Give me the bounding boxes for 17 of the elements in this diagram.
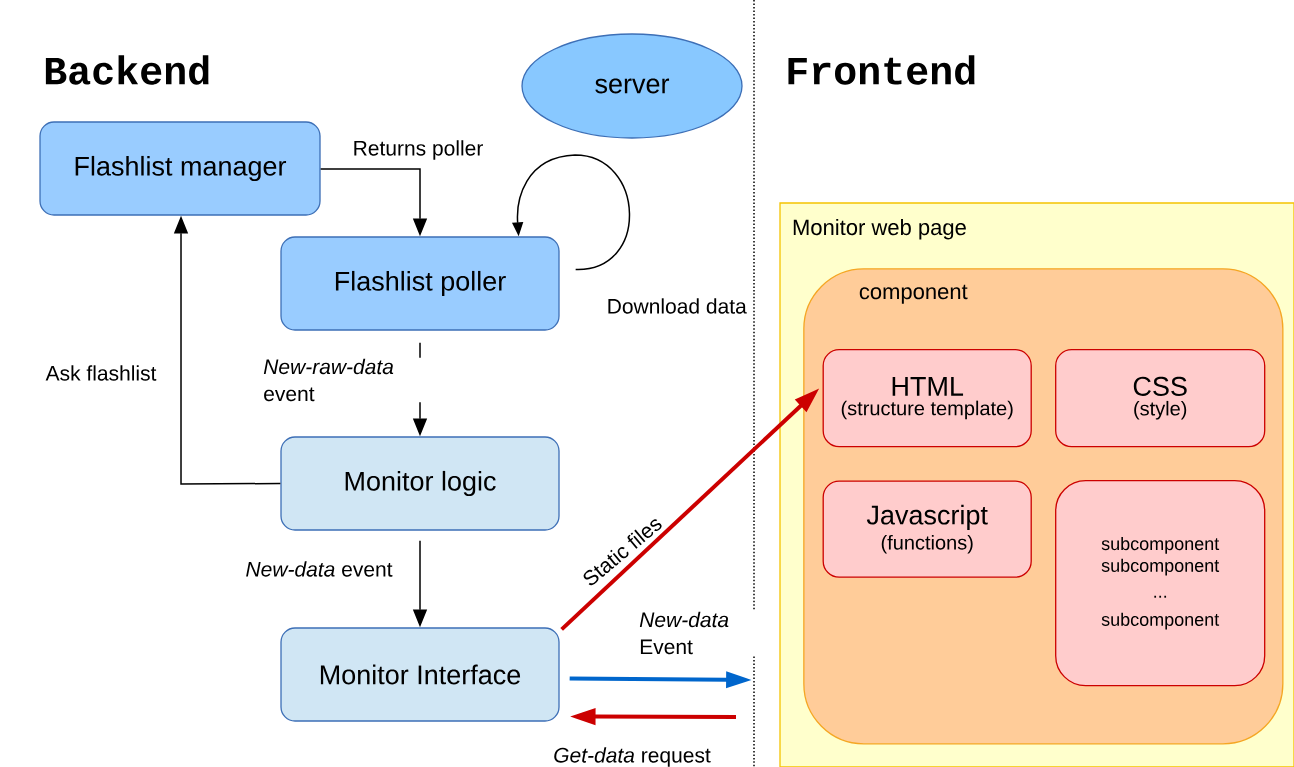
- edge-label: Ask flashlist: [44, 364, 158, 382]
- edge-label: New-raw-data event: [262, 357, 425, 403]
- section-heading: Backend: [45, 55, 209, 85]
- edge-label: Returns poller: [351, 139, 485, 161]
- file-box: HTML (structure template): [822, 349, 1032, 448]
- edge-label: New-data event: [244, 560, 394, 578]
- file-box: Javascript (functions): [822, 480, 1032, 578]
- subcomponent-box: subcomponent subcomponent ... subcomponent: [1055, 480, 1266, 687]
- edge-label: Download data: [605, 297, 748, 315]
- process-box: Flashlist poller: [280, 236, 560, 331]
- process-box: Monitor Interface: [280, 627, 560, 722]
- process-box: Monitor logic: [280, 436, 560, 531]
- file-box: CSS (style): [1055, 349, 1266, 448]
- process-box: Flashlist manager: [39, 121, 321, 216]
- section-heading: Frontend: [788, 55, 975, 85]
- edge-label: Get-data request: [552, 746, 712, 767]
- edge-label: New-data Event: [638, 610, 756, 656]
